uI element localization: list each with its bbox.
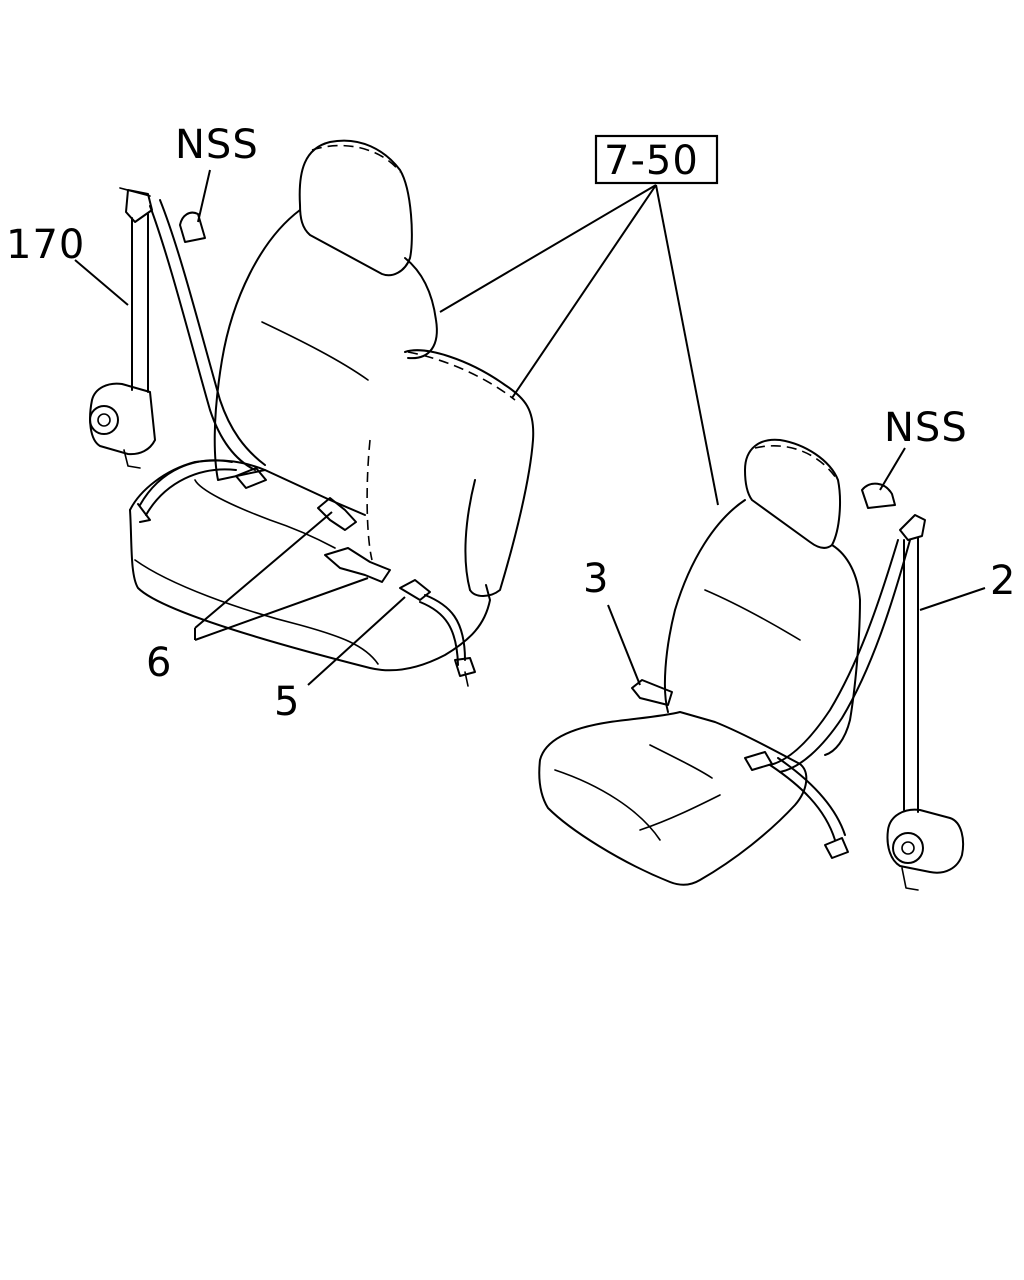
left-seat [129, 139, 535, 672]
leader-7-50-c [655, 184, 719, 506]
leader-3 [607, 604, 641, 686]
right-headrest [744, 438, 841, 549]
leader-7-50-b [511, 184, 657, 399]
right-seat [538, 438, 861, 886]
leader-2 [919, 587, 986, 611]
left-retractor [89, 382, 156, 456]
center-buckle-assembly [317, 497, 476, 687]
right-seat-cushion [538, 711, 808, 886]
leader-lines [74, 169, 986, 686]
label-5: 5 [274, 679, 300, 725]
center-buckle-6-upper [317, 497, 357, 531]
left-nss-guide [179, 211, 206, 243]
left-headrest [298, 139, 413, 277]
label-6: 6 [146, 640, 172, 686]
leader-nss-right [879, 447, 906, 491]
label-3: 3 [583, 556, 609, 602]
left-shoulder-webbing [149, 199, 266, 471]
right-backrest [663, 499, 746, 713]
label-170: 170 [6, 222, 85, 268]
left-backrest [213, 209, 366, 516]
left-retractor-hub [89, 405, 119, 435]
right-upper-anchor [899, 514, 926, 541]
center-tongue-5 [399, 579, 431, 601]
leader-5 [307, 596, 406, 686]
leader-6-a [194, 511, 333, 629]
leader-170 [74, 259, 129, 306]
right-buckle-3 [631, 679, 673, 706]
right-nss-guide [861, 482, 896, 509]
left-seat-belt-assembly [89, 187, 267, 523]
leader-nss-left [197, 169, 211, 223]
right-lap-anchor [744, 751, 773, 771]
left-backrest-bolster [404, 349, 535, 597]
ref-box-7-50 [594, 134, 719, 185]
center-lap-belt-5 [419, 594, 466, 666]
right-seat-belt-assembly [631, 482, 965, 891]
right-retractor-hub [892, 832, 924, 864]
center-buckle-6-lower [324, 547, 391, 583]
left-upper-anchor [125, 189, 153, 223]
right-retractor [886, 808, 965, 874]
leader-6-b [194, 577, 369, 641]
part-labels: NSS 7-50 170 NSS 3 2 6 5 [6, 122, 1016, 725]
leader-7-50-a [439, 184, 657, 313]
label-2: 2 [990, 558, 1016, 604]
right-shoulder-webbing [769, 539, 911, 773]
label-nss-left: NSS [175, 122, 259, 168]
label-7-50: 7-50 [604, 138, 699, 184]
left-lap-anchor [235, 467, 267, 489]
left-vertical-webbing [131, 213, 149, 393]
right-vertical-webbing [903, 537, 919, 813]
right-lap-belt [769, 757, 846, 841]
left-seat-cushion [129, 509, 491, 672]
label-nss-right: NSS [884, 405, 968, 451]
